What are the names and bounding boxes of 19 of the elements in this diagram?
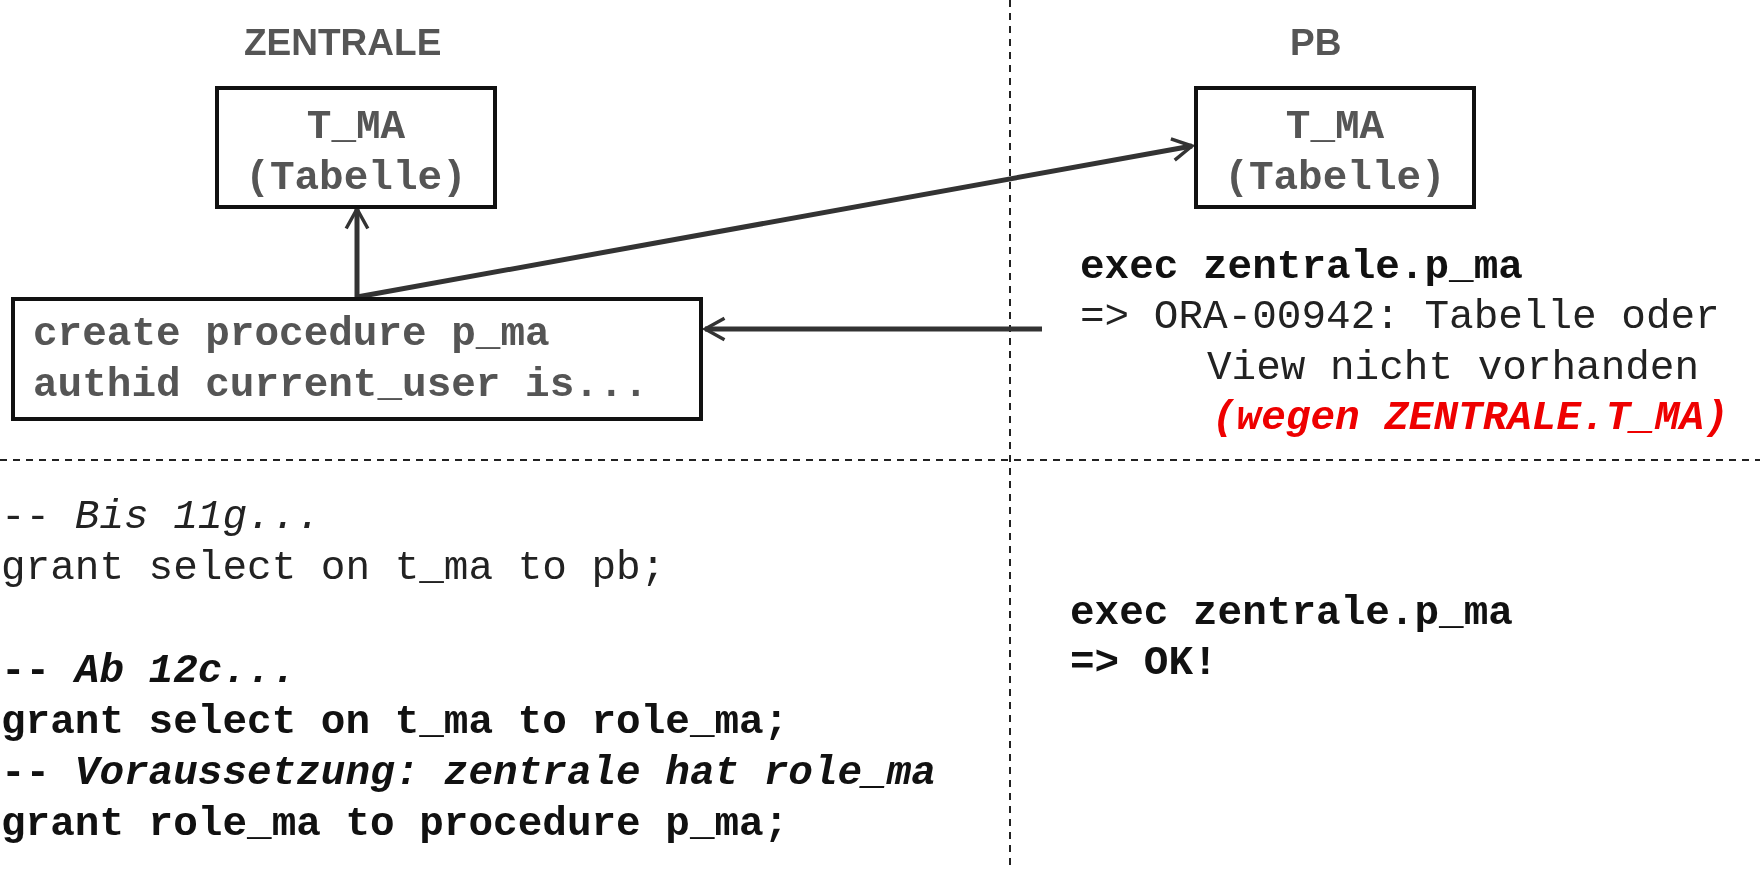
code-line: grant select on t_ma to pb;	[1, 544, 666, 593]
code-line: exec zentrale.p_ma	[1080, 243, 1523, 292]
table-box: T_MA (Tabelle)	[1194, 86, 1476, 209]
code-comment: -- Voraussetzung: zentrale hat role_ma	[1, 749, 936, 798]
code-line: exec zentrale.p_ma	[1070, 589, 1513, 638]
code-line: grant select on t_ma to role_ma;	[1, 698, 789, 747]
code-comment: -- Ab 12c...	[1, 647, 297, 696]
procedure-box: create procedure p_ma authid current_user is...	[11, 297, 703, 421]
heading: PB	[1290, 21, 1342, 65]
table-box: T_MA (Tabelle)	[215, 86, 497, 209]
arrow	[356, 137, 1194, 300]
arrow	[703, 316, 1042, 342]
arrow	[344, 207, 370, 297]
code-comment: -- Bis 11g...	[1, 493, 321, 542]
heading: ZENTRALE	[244, 21, 442, 65]
error-message: => ORA-00942: Tabelle oder View nicht vorhanden	[1080, 293, 1721, 393]
error-note: (wegen ZENTRALE.T_MA)	[1212, 394, 1729, 443]
code-line: grant role_ma to procedure p_ma;	[1, 800, 789, 849]
code-line: => OK!	[1070, 639, 1218, 688]
